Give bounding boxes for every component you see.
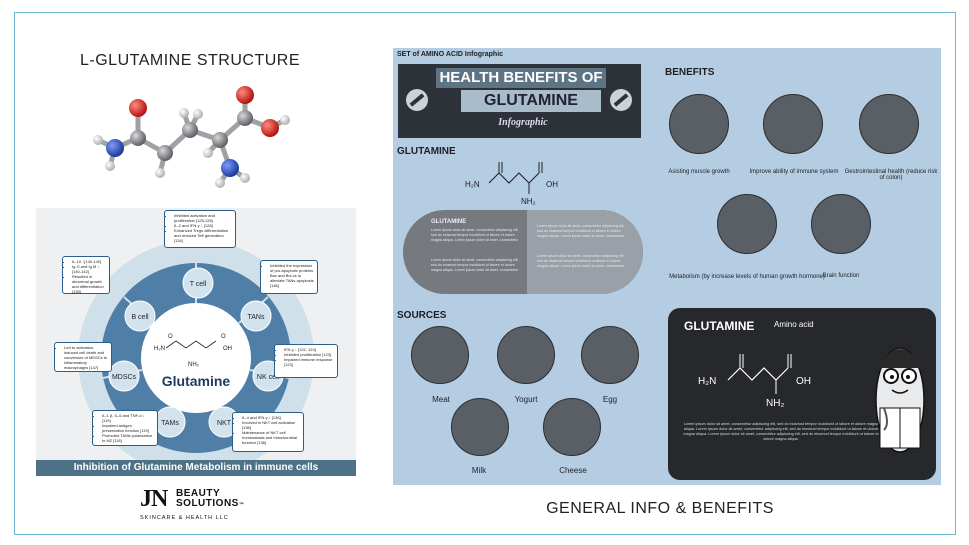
cell-label-tcell: T cell <box>190 281 207 288</box>
header-line-1: HEALTH BENEFITS OF <box>436 68 606 88</box>
callout-tans: Inhibited the expression of pro-apoptoti… <box>260 260 318 294</box>
immune-banner: Inhibition of Glutamine Metabolism in im… <box>36 460 356 476</box>
benefit-caption-liver: Metabolism (by increase levels of human … <box>669 274 825 280</box>
cell-label-tans: TANs <box>248 314 265 321</box>
card-formula-nh2: NH₂ <box>766 398 784 409</box>
capsule-icon <box>610 89 632 111</box>
card-body-text: Lorem ipsum dolor sit amet, consectetur … <box>683 422 879 441</box>
benefits-label: BENEFITS <box>665 67 715 78</box>
source-caption-egg: Egg <box>602 395 618 404</box>
egg-icon <box>581 326 639 384</box>
infographic-header: HEALTH BENEFITS OF GLUTAMINE Infographic <box>398 64 641 138</box>
brain-icon <box>811 194 871 254</box>
immune-diagram: T cell TANs NK cell NKT TAMs MDSCs B cel… <box>36 208 356 476</box>
svg-text:O: O <box>221 334 226 340</box>
cell-label-mdscs: MDSCs <box>112 374 137 381</box>
glutamine-formula: H₂N OH NH₂ <box>465 162 558 206</box>
glutamine-molecule-model <box>93 86 290 188</box>
glutamine-card: GLUTAMINE Amino acid H₂N OH NH₂ Lorem ip… <box>668 308 936 480</box>
source-caption-cheese: Cheese <box>559 466 587 475</box>
card-formula-oh: OH <box>796 376 811 387</box>
cell-label-nkt: NKT <box>217 420 232 427</box>
source-caption-meat: Meat <box>432 395 450 404</box>
svg-text:O: O <box>168 334 173 340</box>
cell-label-tams: TAMs <box>161 420 179 427</box>
callout-tams: IL-1 β, IL-6 and TNF-α ↓ [119]Impaired a… <box>92 410 158 446</box>
formula-oh: OH <box>546 180 558 189</box>
cheese-icon <box>543 398 601 456</box>
svg-text:H₂N: H₂N <box>154 346 165 352</box>
capsule-icon <box>406 89 428 111</box>
glutamine-infographic: SET of AMINO ACID Infographic HEALTH BEN… <box>393 48 941 485</box>
source-caption-milk: Milk <box>471 466 487 475</box>
svg-text:NH₂: NH₂ <box>188 362 200 368</box>
doctor-mascot-icon <box>875 347 925 453</box>
formula-h2n: H₂N <box>465 180 480 189</box>
muscle-icon <box>669 94 729 154</box>
slide-frame <box>14 12 956 535</box>
liver-icon <box>717 194 777 254</box>
meat-icon <box>411 326 469 384</box>
sources-label: SOURCES <box>397 310 447 321</box>
general-info-title: GENERAL INFO & BENEFITS <box>546 500 774 517</box>
callout-nkcell: IFN-γ ↓ [122, 124]Inhibited proliferatio… <box>274 344 338 378</box>
card-title: GLUTAMINE <box>684 319 755 333</box>
structure-title: L-GLUTAMINE STRUCTURE <box>80 52 300 69</box>
milk-icon <box>451 398 509 456</box>
benefit-caption-stomach: Gestrointestinal health (reduce risk of … <box>844 169 938 181</box>
yogurt-icon <box>497 326 555 384</box>
cell-label-bcell: B cell <box>131 314 149 321</box>
set-label: SET of AMINO ACID Infographic <box>397 51 504 58</box>
svg-text:OH: OH <box>223 346 232 352</box>
shield-icon <box>763 94 823 154</box>
header-line-3: Infographic <box>498 117 548 128</box>
card-formula-h2n: H₂N <box>698 376 716 387</box>
callout-bcell: IL-10 ↓[140-142]Ig G and Ig M ↓ [140-142… <box>62 256 110 294</box>
header-line-2: GLUTAMINE <box>461 90 601 112</box>
benefit-caption-muscle: Asisting muscle growth <box>668 169 730 175</box>
formula-nh2: NH₂ <box>521 197 536 206</box>
callout-nkt: IL-4 and IFN-γ ↓ [136]Involved in NKT ce… <box>232 412 304 452</box>
card-formula: H₂N OH NH₂ <box>698 354 811 409</box>
callout-mdscs: Led to activation-induced cell death and… <box>54 342 112 372</box>
source-caption-yogurt: Yogurt <box>514 395 538 404</box>
glutamine-center-label: Glutamine <box>162 373 231 389</box>
card-subtitle: Amino acid <box>774 320 814 329</box>
benefit-caption-immune: Improve ability of immune system <box>749 169 839 175</box>
immune-ring: T cell TANs NK cell NKT TAMs MDSCs B cel… <box>78 240 314 460</box>
benefit-caption-brain: Brain function <box>822 273 860 279</box>
glutamine-info-pill: GLUTAMINE Lorem ipsum dolor sit amet, co… <box>403 210 643 294</box>
cell-label-nkcell: NK cell <box>257 374 280 381</box>
glutamine-label: GLUTAMINE <box>397 146 456 157</box>
callout-tcell: Inhibited activation and proliferation [… <box>164 210 236 248</box>
stomach-icon <box>859 94 919 154</box>
